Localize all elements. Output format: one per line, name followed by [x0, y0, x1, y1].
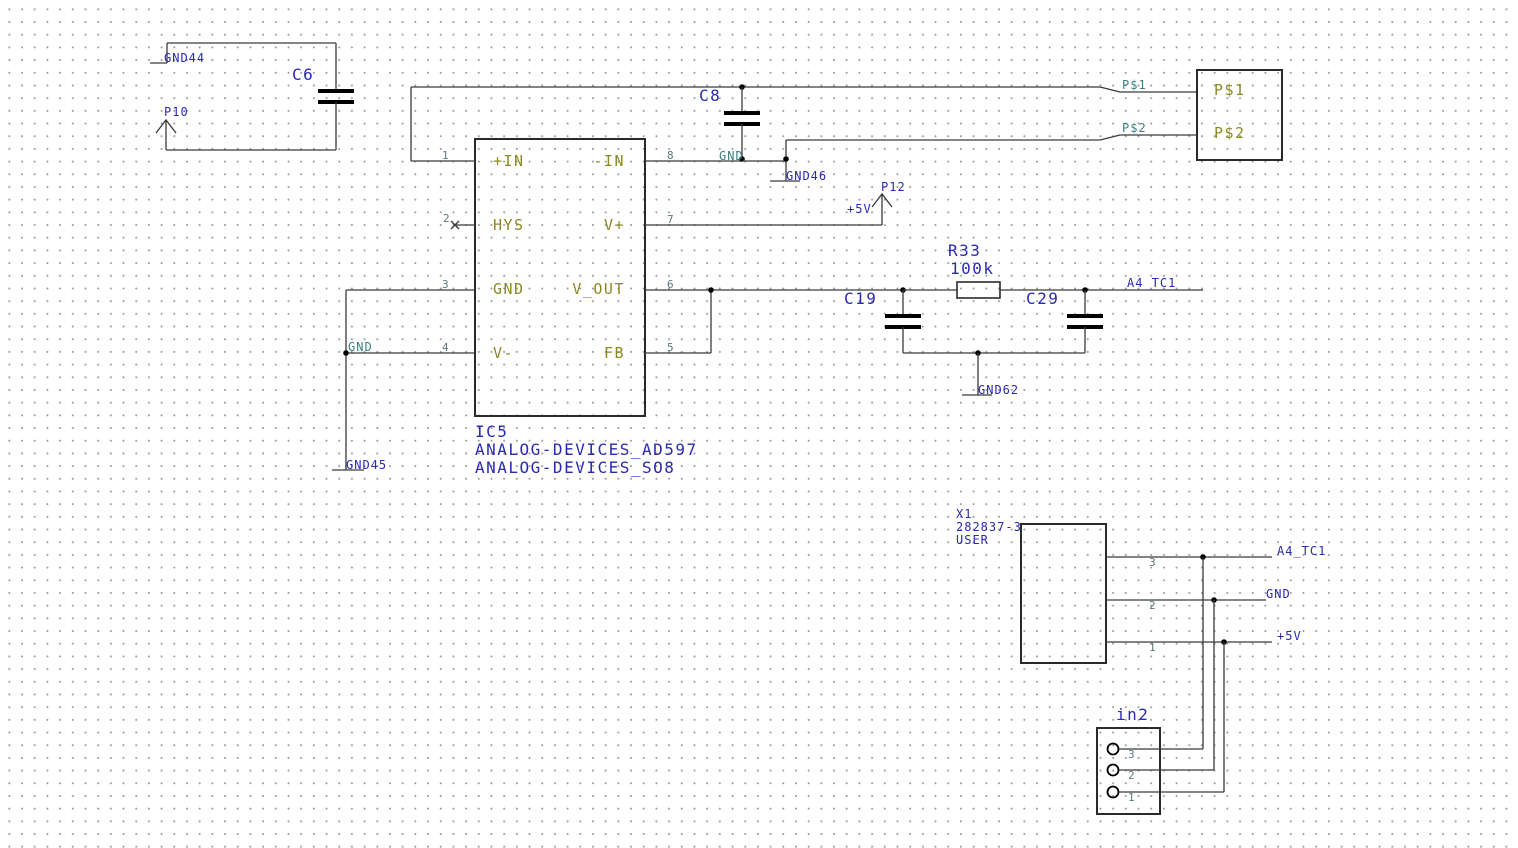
ic5-pin7-number: 7	[667, 213, 674, 226]
ic5-name-label: IC5	[475, 422, 508, 441]
ic5-value-label: ANALOG-DEVICES_AD597	[475, 440, 698, 459]
ic5-pin-name-v-plus: V+	[604, 216, 625, 234]
ic5-package-label: ANALOG-DEVICES_SO8	[475, 458, 675, 477]
in2-body	[1096, 727, 1161, 815]
gnd-c8-label: GND	[719, 149, 744, 163]
a4-tc1-x1-label: A4_TC1	[1277, 544, 1326, 558]
c6-label: C6	[292, 65, 314, 84]
c29-label: C29	[1026, 289, 1059, 308]
c6-circuit	[150, 42, 354, 151]
x1-part-label: 282837-3	[956, 520, 1022, 534]
plus5v-p12-label: +5V	[847, 202, 872, 216]
junction-gnd-left	[343, 350, 349, 356]
ic5-pin-name-v-minus: V-	[493, 344, 514, 362]
plus5v-x1-label: +5V	[1277, 629, 1302, 643]
c8-label: C8	[699, 86, 721, 105]
x1-pin1-number: 1	[1149, 641, 1156, 654]
ic5-pin-name-minus-in: -IN	[593, 152, 625, 170]
gnd45-label: GND45	[346, 458, 387, 472]
gnd62-label: GND62	[978, 383, 1019, 397]
ic5-pin5-number: 5	[667, 341, 674, 354]
gnd44-label: GND44	[164, 51, 205, 65]
p12-label: P12	[881, 180, 906, 194]
connector-ps-pin2-name: P$2	[1214, 124, 1246, 142]
in2-pin2-terminal	[1106, 763, 1120, 777]
c19-label: C19	[844, 289, 877, 308]
ic5-body	[474, 138, 646, 417]
a4-tc1-top-label: A4_TC1	[1127, 276, 1176, 290]
net-ps1-label: P$1	[1122, 78, 1147, 92]
ic5-pin-name-plus-in: +IN	[493, 152, 525, 170]
connector-ps-body	[1196, 69, 1283, 161]
r33-body	[956, 281, 1001, 299]
in2-pin1-number: 1	[1128, 791, 1135, 804]
in2-name-label: in2	[1116, 705, 1149, 724]
ic5-pin8-number: 8	[667, 149, 674, 162]
in2-pin2-number: 2	[1128, 769, 1135, 782]
r33-value-label: 100k	[950, 259, 995, 278]
ic5-pin-name-fb: FB	[604, 344, 625, 362]
ic5-pin6-number: 6	[667, 278, 674, 291]
ic5-pin1-number: 1	[442, 149, 449, 162]
x1-pin2-number: 2	[1149, 599, 1156, 612]
in2-pin3-terminal	[1106, 742, 1120, 756]
ic5-pin2-number: 2	[443, 212, 450, 225]
x1-pin3-number: 3	[1149, 556, 1156, 569]
ic5-pin3-number: 3	[442, 278, 449, 291]
r33-label: R33	[948, 241, 981, 260]
x1-name-label: X1	[956, 507, 972, 521]
p10-label: P10	[164, 105, 189, 119]
in2-pin3-number: 3	[1128, 748, 1135, 761]
gnd-left-label: GND	[348, 340, 373, 354]
ic5-pin4-number: 4	[442, 341, 449, 354]
ic5-pin-name-gnd: GND	[493, 280, 525, 298]
p12-supply-arrow	[871, 192, 893, 208]
gnd-x1-label: GND	[1266, 587, 1291, 601]
net-ps2-label: P$2	[1122, 121, 1147, 135]
ic5-pin-name-hys: HYS	[493, 216, 525, 234]
gnd46-label: GND46	[786, 169, 827, 183]
ic5-pin-name-v-out: V_OUT	[572, 280, 625, 298]
p10-supply-arrow	[155, 118, 177, 134]
junction-gnd46	[783, 156, 789, 162]
x1-body	[1020, 523, 1107, 664]
in2-pin1-terminal	[1106, 785, 1120, 799]
junction-vout-fb	[708, 287, 714, 293]
x1-value-label: USER	[956, 533, 989, 547]
connector-ps-pin1-name: P$1	[1214, 81, 1246, 99]
